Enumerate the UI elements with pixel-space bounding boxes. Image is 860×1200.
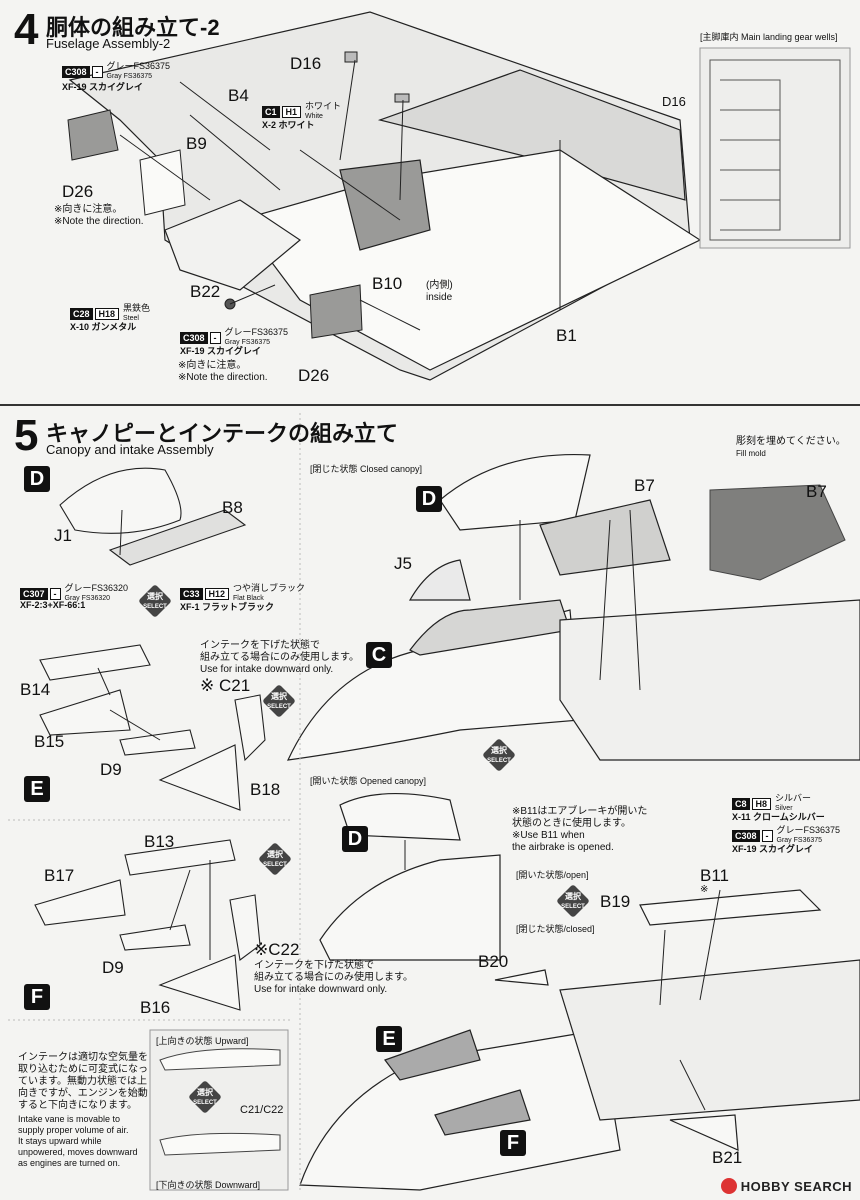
part-d9-label-a: D9	[100, 760, 122, 779]
paint-name-c307: XF-2:3+XF-66:1	[20, 600, 86, 610]
b11-note: ※B11はエアブレーキが開いた状態のときに使用します。※Use B11 when…	[512, 806, 648, 853]
part-b10-label: B10	[372, 274, 403, 293]
part-b21-label: B21	[712, 1148, 743, 1167]
paint-name-c8: X-11 クロームシルバー	[732, 812, 825, 822]
part-c22-label: ※C22	[254, 940, 300, 959]
step5-number: 5	[14, 411, 39, 460]
paint-name-c308-b: XF-19 スカイグレイ	[180, 346, 261, 356]
paint-name-c33: XF-1 フラットブラック	[180, 602, 275, 612]
inset-part-d16-label: D16	[662, 94, 686, 109]
part-j5-label: J5	[394, 554, 412, 573]
part-b7-label-b: B7	[806, 482, 827, 501]
subassembly-f-marker: F	[24, 984, 50, 1010]
closed-label: [閉じた状態/closed]	[516, 924, 595, 934]
part-d9-label-b: D9	[102, 958, 124, 977]
cockpit-closed-drawing	[286, 453, 860, 761]
subassembly-d-marker-2: D	[416, 486, 442, 512]
subassembly-e-marker-2: E	[376, 1026, 402, 1052]
subassembly-e-marker: E	[24, 776, 50, 802]
intake-vane-note-jp: インテークは適切な空気量を取り込むために可変式になっています。無動力状態では上向…	[18, 1052, 148, 1111]
closed-canopy-label: [閉じた状態 Closed canopy]	[310, 464, 423, 474]
c21-c22-label: C21/C22	[240, 1104, 284, 1116]
cockpit-open-drawing	[299, 792, 860, 1191]
hobby-search-logo-icon	[720, 1178, 737, 1194]
b11-asterisk: ※	[700, 884, 709, 895]
intake-downward-note-2: インテークを下げた状態で組み立てる場合にのみ使用します。Use for inta…	[254, 960, 413, 995]
part-b1-label: B1	[556, 326, 577, 345]
part-b16-label: B16	[140, 998, 171, 1017]
part-b7-label-a: B7	[634, 476, 655, 495]
part-b13-label: B13	[144, 832, 175, 851]
opened-canopy-label: [開いた状態 Opened canopy]	[310, 776, 427, 786]
part-b20-label: B20	[478, 952, 509, 971]
part-b19-label: B19	[600, 892, 631, 911]
paint-name-c308-c: XF-19 スカイグレイ	[732, 844, 813, 854]
step4-leader-lines	[119, 59, 561, 331]
fill-mold-note: 彫刻を埋めてください。Fill mold	[736, 436, 846, 458]
fill-mold-inset	[709, 484, 846, 581]
part-b22-label: B22	[190, 282, 221, 301]
part-d26-label-a: D26	[62, 182, 94, 201]
part-b17-label: B17	[44, 866, 75, 885]
part-b14-label: B14	[20, 680, 51, 699]
note-direction-a: ※向きに注意。※Note the direction.	[54, 204, 144, 227]
part-b11-label: B11	[700, 866, 729, 885]
open-label: [開いた状態/open]	[516, 870, 589, 880]
part-b18-label: B18	[250, 780, 281, 799]
part-b15-label: B15	[34, 732, 65, 751]
part-j1-label: J1	[54, 526, 72, 545]
paint-name-c28: X-10 ガンメタル	[70, 322, 137, 332]
step4-subtitle: Fuselage Assembly-2	[46, 36, 171, 51]
step5-left-leaders	[97, 509, 211, 960]
part-c21-label: ※ C21	[200, 676, 251, 695]
upward-label: [上向きの状態 Upward]	[156, 1036, 249, 1046]
step4-title: 胴体の組み立て-2	[46, 15, 220, 40]
subassembly-c-marker: C	[366, 642, 392, 668]
part-b9-label: B9	[186, 134, 207, 153]
step5-title: キャノピーとインテークの組み立て	[46, 421, 399, 446]
note-direction-b: ※向きに注意。※Note the direction.	[178, 360, 268, 383]
step5-subtitle: Canopy and intake Assembly	[46, 442, 214, 457]
gear-well-inset-label: [主脚庫内 Main landing gear wells]	[700, 32, 838, 42]
subassembly-d-marker-3: D	[342, 826, 368, 852]
inside-label: (内側)inside	[426, 280, 453, 303]
part-b4-label: B4	[228, 86, 249, 105]
subassembly-f-marker-2: F	[500, 1130, 526, 1156]
section-divider	[0, 404, 860, 406]
downward-label: [下向きの状態 Downward]	[156, 1180, 261, 1190]
opened-leaders	[404, 840, 721, 1111]
paint-name-c1: X-2 ホワイト	[262, 120, 315, 130]
intake-downward-note-1: インテークを下げた状態で組み立てる場合にのみ使用します。Use for inta…	[200, 640, 359, 675]
watermark: HOBBY SEARCH	[720, 1178, 852, 1194]
part-d26-label-b: D26	[298, 366, 330, 385]
gear-well-inset-frame	[699, 47, 851, 249]
closed-leaders	[519, 509, 641, 691]
step4-number: 4	[14, 5, 39, 54]
part-b8-label: B8	[222, 498, 243, 517]
fuselage-small-parts	[67, 51, 410, 339]
canopy-parts-drawing	[34, 467, 266, 1011]
part-d16-label: D16	[290, 54, 322, 73]
paint-name-c308-a: XF-19 スカイグレイ	[62, 82, 143, 92]
subassembly-d-marker: D	[24, 466, 50, 492]
